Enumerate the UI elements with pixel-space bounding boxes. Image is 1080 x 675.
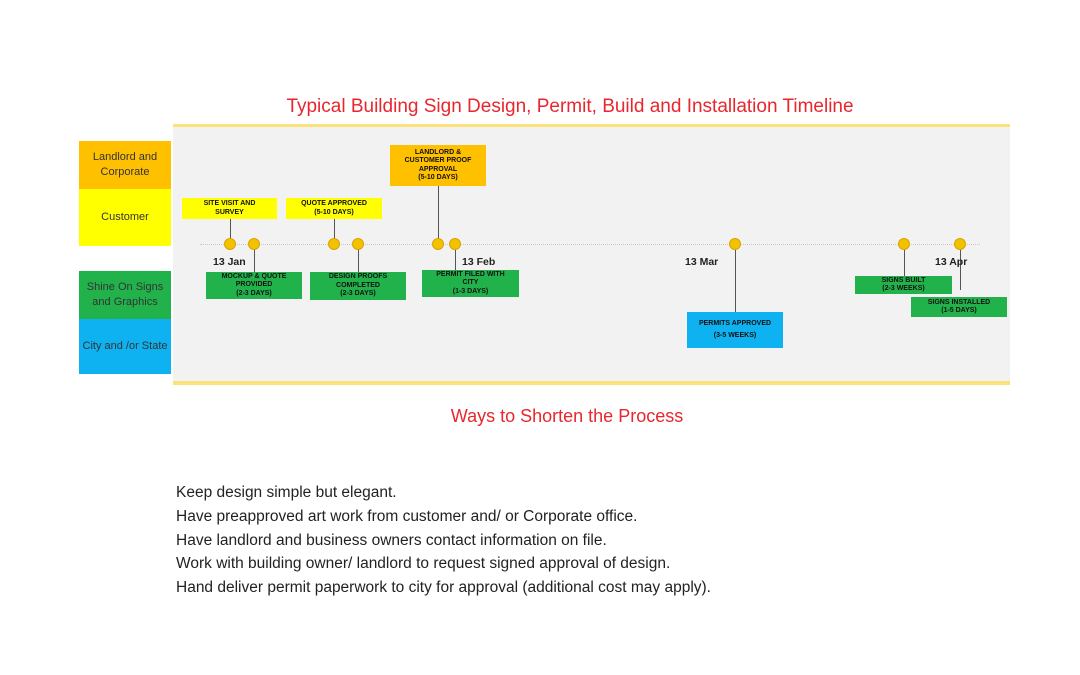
milestone-text: MOCKUP & QUOTE <box>221 272 287 280</box>
milestone-text: SIGNS BUILT <box>881 276 926 284</box>
connector-signs-built <box>904 244 905 276</box>
section-heading: Ways to Shorten the Process <box>450 406 684 426</box>
connector-landlord <box>438 186 439 244</box>
connector-signs-installed <box>960 244 961 290</box>
connector-permit-filed <box>455 244 456 270</box>
milestone-dot <box>248 238 260 250</box>
milestone-signs-installed: SIGNS INSTALLED (1-5 DAYS) <box>911 297 1007 317</box>
connector-site-visit <box>230 218 231 244</box>
lane-label-shine-on: Shine On Signs and Graphics <box>86 281 164 308</box>
milestone-dot <box>729 238 741 250</box>
milestone-text: APPROVAL <box>418 165 458 173</box>
milestone-dot <box>954 238 966 250</box>
tip-item: Have preapproved art work from customer … <box>176 507 638 525</box>
milestone-text: (3-5 WEEKS) <box>713 332 757 339</box>
connector-quote <box>334 218 335 244</box>
milestone-landlord-approval: LANDLORD & CUSTOMER PROOF APPROVAL (5-10… <box>390 145 486 186</box>
connector-permits-approved <box>735 244 736 312</box>
milestone-permit-filed: PERMIT FILED WITH CITY (1-3 DAYS) <box>422 270 519 297</box>
milestone-text: PERMITS APPROVED <box>698 320 772 327</box>
lane-label-landlord: Landlord and Corporate <box>92 151 158 178</box>
tip-item: Have landlord and business owners contac… <box>176 531 607 549</box>
milestone-text: (2-3 DAYS) <box>236 289 272 297</box>
lane-city: City and /or State <box>79 319 171 374</box>
milestone-text: COMPLETED <box>336 281 380 289</box>
milestone-text: (5-10 DAYS) <box>418 174 458 181</box>
milestone-text: DESIGN PROOFS <box>328 273 388 281</box>
timeline-axis <box>200 244 980 245</box>
chart-title: Typical Building Sign Design, Permit, Bu… <box>286 96 854 117</box>
milestone-text: LANDLORD & <box>414 148 462 156</box>
tick-label: 13 Mar <box>685 256 719 268</box>
milestone-mockup: MOCKUP & QUOTE PROVIDED (2-3 DAYS) <box>206 272 302 299</box>
milestone-dot <box>328 238 340 250</box>
milestone-permits-approved: PERMITS APPROVED (3-5 WEEKS) <box>687 312 783 348</box>
timeline-panel <box>173 124 1010 385</box>
milestone-quote-approved: QUOTE APPROVED (5-10 DAYS) <box>286 198 382 219</box>
milestone-design-proofs: DESIGN PROOFS COMPLETED (2-3 DAYS) <box>310 272 406 300</box>
lane-label-city: City and /or State <box>82 340 168 352</box>
milestone-text: PERMIT FILED WITH <box>436 270 505 278</box>
milestone-dot <box>449 238 461 250</box>
milestone-text: (2-3 DAYS) <box>340 290 376 298</box>
milestone-text: PROVIDED <box>235 281 273 289</box>
milestone-text: (5-10 DAYS) <box>314 208 354 216</box>
tick-label: 13 Feb <box>462 256 496 268</box>
milestone-signs-built: SIGNS BUILT (2-3 WEEKS) <box>855 276 952 294</box>
tick-label: 13 Apr <box>935 256 968 268</box>
tips-list: Keep design simple but elegant. Have pre… <box>176 481 711 600</box>
milestone-dot <box>432 238 444 250</box>
milestone-dot <box>898 238 910 250</box>
lane-landlord: Landlord and Corporate <box>79 141 171 189</box>
milestone-text: (1-3 DAYS) <box>452 287 489 295</box>
milestone-text: (2-3 WEEKS) <box>882 285 925 292</box>
tip-item: Work with building owner/ landlord to re… <box>176 555 671 573</box>
connector-design <box>358 244 359 272</box>
milestone-text: SIGNS INSTALLED <box>927 298 991 306</box>
tip-item: Keep design simple but elegant. <box>176 484 397 501</box>
milestone-text: SITE VISIT AND <box>203 200 256 207</box>
lane-label-customer: Customer <box>101 211 149 223</box>
milestone-text: CUSTOMER PROOF <box>404 157 472 164</box>
milestone-site-visit: SITE VISIT AND SURVEY <box>182 198 277 219</box>
connector-mockup <box>254 244 255 272</box>
lane-customer: Customer <box>79 189 171 246</box>
tip-item: Hand deliver permit paperwork to city fo… <box>176 579 711 597</box>
milestone-text: (1-5 DAYS) <box>941 307 977 314</box>
milestone-text: SURVEY <box>215 208 244 216</box>
tick-label: 13 Jan <box>213 256 246 268</box>
milestone-dot <box>352 238 364 250</box>
milestone-dot <box>224 238 236 250</box>
milestone-text: QUOTE APPROVED <box>301 200 367 207</box>
milestone-text: CITY <box>462 279 479 287</box>
lane-shine-on: Shine On Signs and Graphics <box>79 271 171 319</box>
